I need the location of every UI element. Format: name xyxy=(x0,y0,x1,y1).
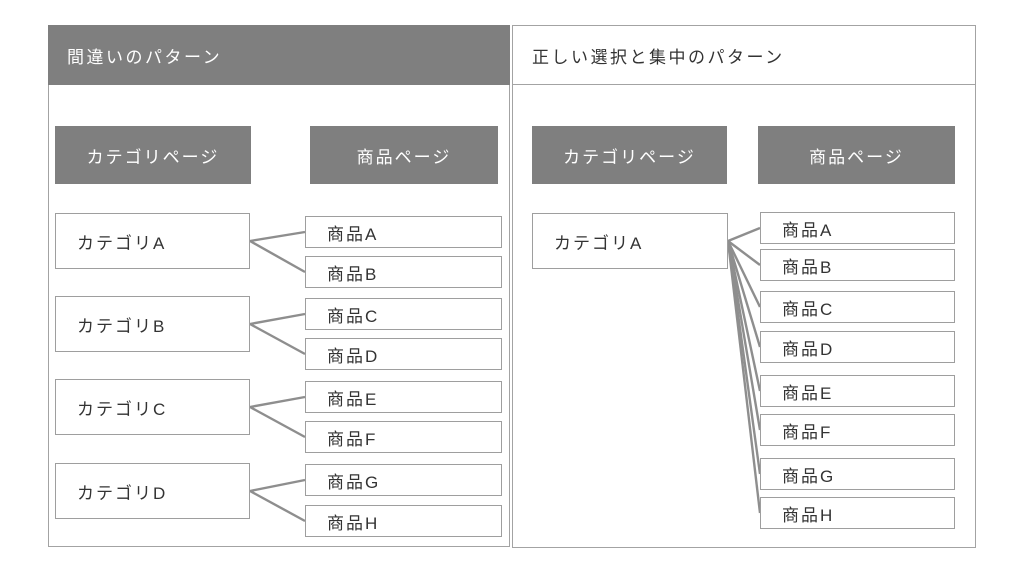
right-product-pages-header: 商品ページ xyxy=(758,126,955,184)
product-box: 商品D xyxy=(305,338,502,370)
right-category-pages-header: カテゴリページ xyxy=(532,126,727,184)
product-box: 商品F xyxy=(760,414,955,446)
category-box: カテゴリC xyxy=(55,379,250,435)
left-product-pages-header: 商品ページ xyxy=(310,126,498,184)
product-box: 商品C xyxy=(760,291,955,323)
left-panel-title-bar: 間違いのパターン xyxy=(48,25,510,85)
product-box: 商品B xyxy=(305,256,502,288)
product-box: 商品G xyxy=(760,458,955,490)
product-box: 商品D xyxy=(760,331,955,363)
right-panel-title-bar: 正しい選択と集中のパターン xyxy=(512,25,976,85)
left-category-pages-header: カテゴリページ xyxy=(55,126,251,184)
category-box: カテゴリA xyxy=(532,213,728,269)
product-box: 商品E xyxy=(760,375,955,407)
category-box: カテゴリB xyxy=(55,296,250,352)
product-box: 商品H xyxy=(305,505,502,537)
product-box: 商品A xyxy=(760,212,955,244)
product-box: 商品F xyxy=(305,421,502,453)
product-box: 商品G xyxy=(305,464,502,496)
category-box: カテゴリA xyxy=(55,213,250,269)
product-box: 商品B xyxy=(760,249,955,281)
product-box: 商品C xyxy=(305,298,502,330)
product-box: 商品H xyxy=(760,497,955,529)
product-box: 商品E xyxy=(305,381,502,413)
category-box: カテゴリD xyxy=(55,463,250,519)
product-box: 商品A xyxy=(305,216,502,248)
